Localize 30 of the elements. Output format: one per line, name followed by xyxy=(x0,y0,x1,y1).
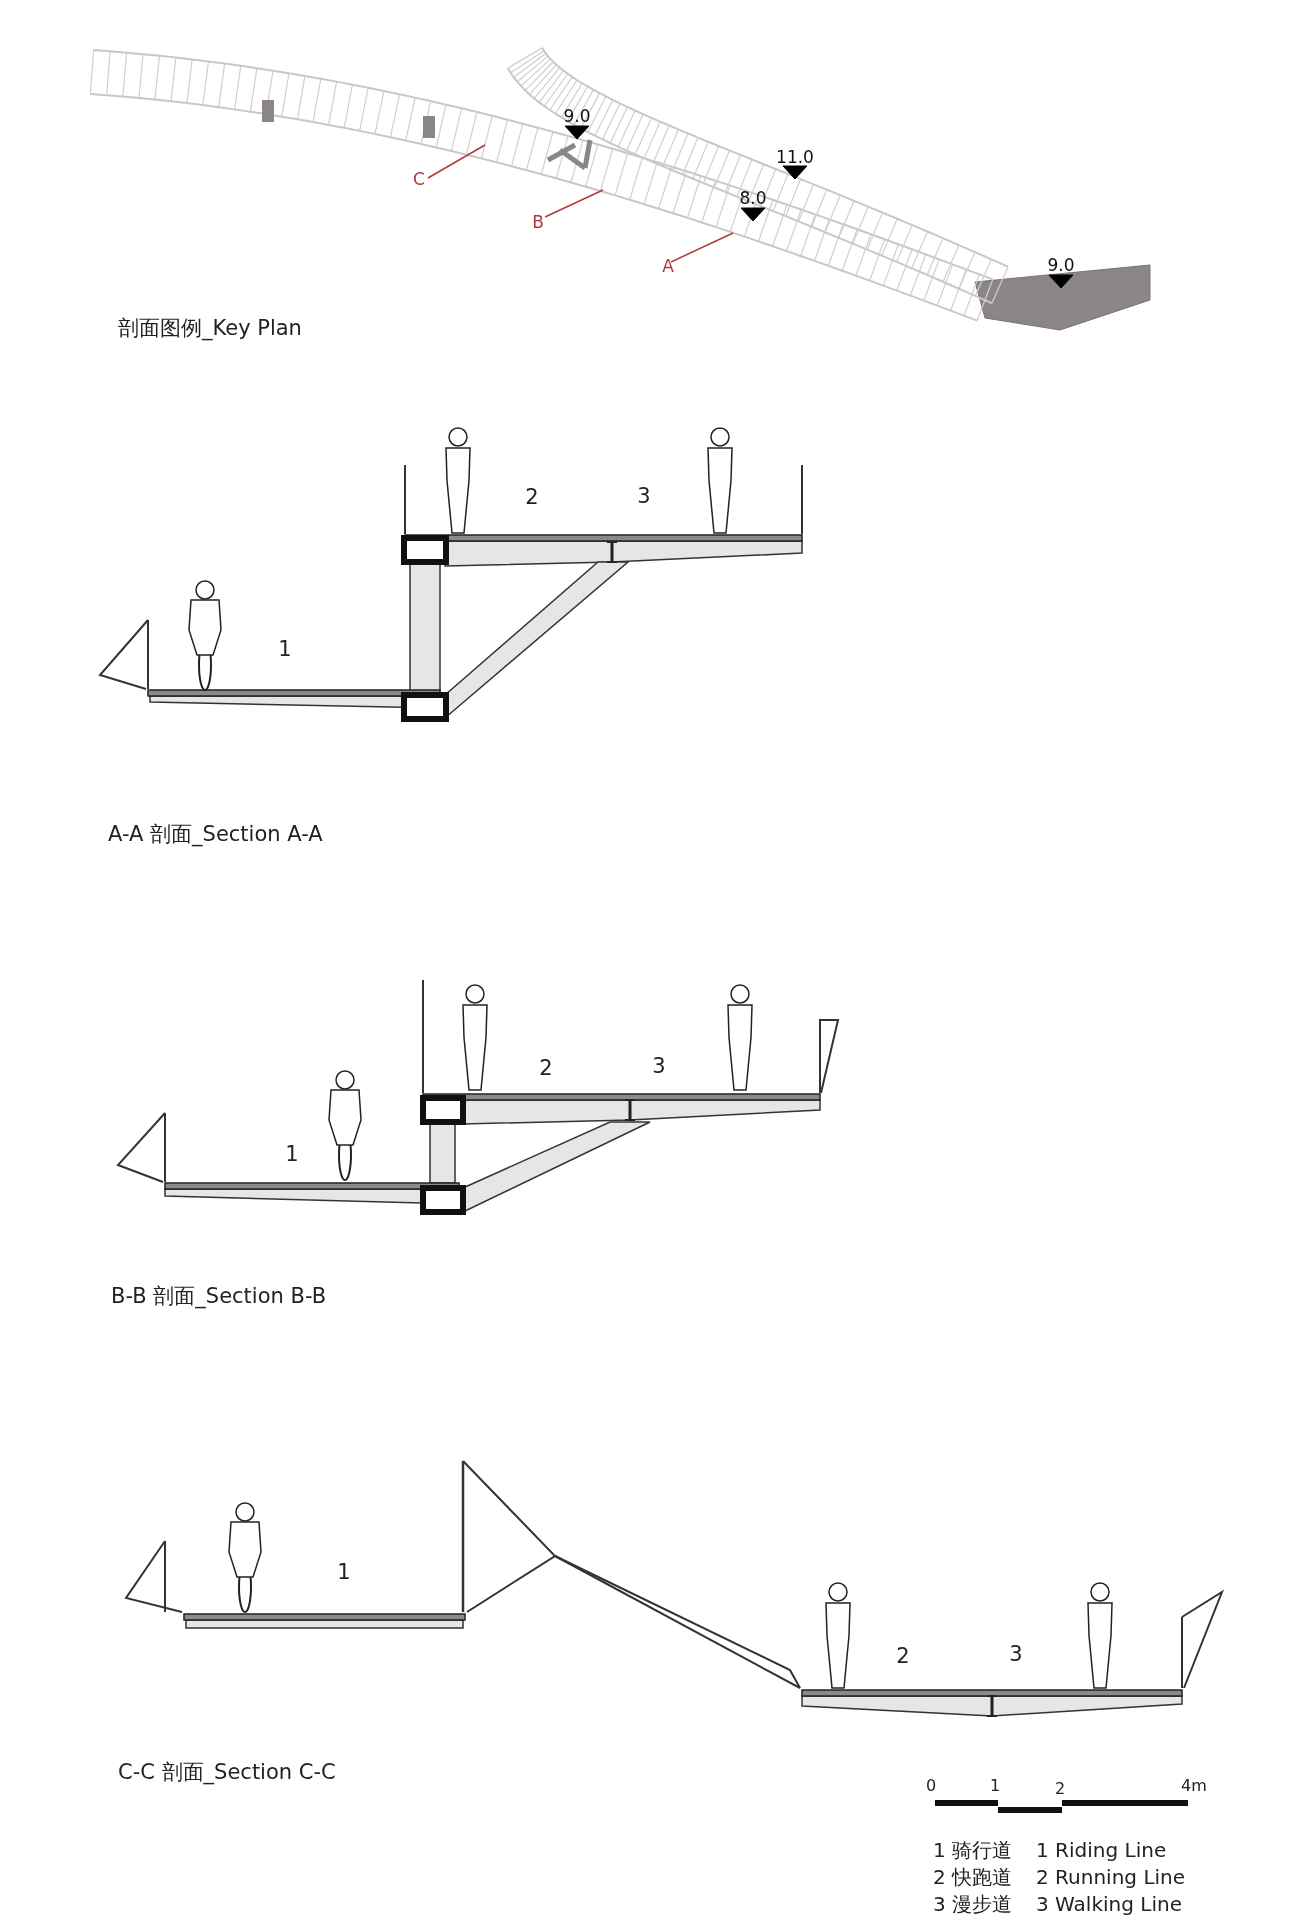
drawing-title: C-C 剖面_Section C-C xyxy=(118,1762,336,1783)
section-marker: C xyxy=(413,170,425,188)
key-entry: 3 漫步道 xyxy=(933,1894,1013,1914)
key-entry: 1 骑行道 xyxy=(933,1840,1013,1860)
lane-number: 1 xyxy=(337,1561,351,1583)
lane-number: 1 xyxy=(278,638,292,660)
level-value: 9.0 xyxy=(563,107,591,125)
lane-number: 2 xyxy=(896,1645,910,1667)
key-entry: 2 Running Line xyxy=(1036,1867,1186,1887)
drawing-title: A-A 剖面_Section A-A xyxy=(108,824,323,845)
key-entry: 1 Riding Line xyxy=(1036,1840,1167,1860)
lane-number: 3 xyxy=(1009,1643,1023,1665)
lane-number: 3 xyxy=(637,485,651,507)
level-value: 8.0 xyxy=(739,189,767,207)
lane-number: 2 xyxy=(539,1057,553,1079)
lane-number: 1 xyxy=(285,1143,299,1165)
level-value: 9.0 xyxy=(1047,256,1075,274)
section-marker: A xyxy=(662,257,674,275)
drawing-title: 剖面图例_Key Plan xyxy=(118,318,302,339)
key-entry: 3 Walking Line xyxy=(1036,1894,1182,1914)
scale-value: 2 xyxy=(1054,1781,1066,1797)
drawing-title: B-B 剖面_Section B-B xyxy=(111,1286,327,1307)
lane-number: 2 xyxy=(525,486,539,508)
level-value: 11.0 xyxy=(776,148,814,166)
scale-value: 0 xyxy=(925,1778,937,1794)
key-entry: 2 快跑道 xyxy=(933,1867,1013,1887)
section-marker: B xyxy=(532,213,544,231)
scale-value: 1 xyxy=(989,1778,1001,1794)
scale-value: 4m xyxy=(1181,1778,1207,1794)
lane-number: 3 xyxy=(652,1055,666,1077)
